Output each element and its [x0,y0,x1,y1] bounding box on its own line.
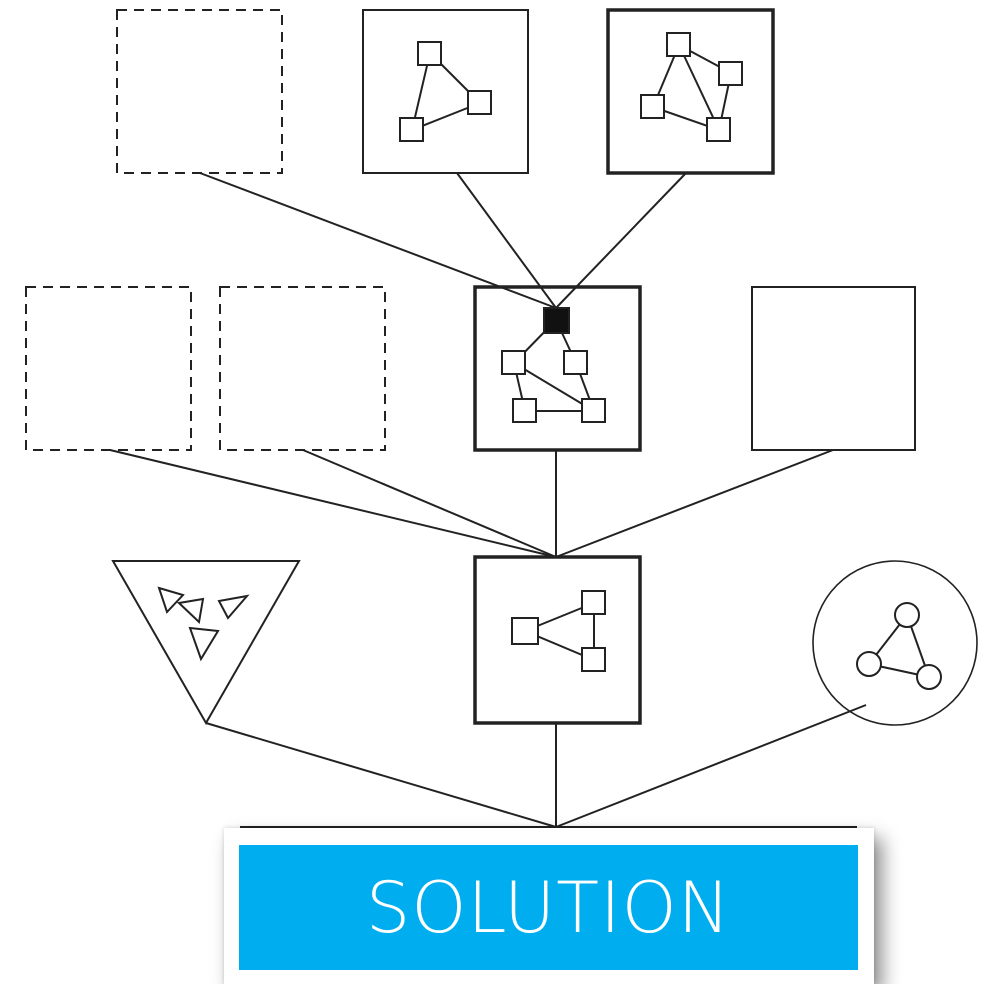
empty-solid-box [751,286,916,451]
circle-group [812,560,978,726]
filled-node-icon [543,307,570,334]
network-3-nodes-icon [399,41,492,142]
connector-lines [109,172,867,828]
empty-dashed-box-left [25,286,192,451]
merged-network-icon [501,307,606,423]
merged-network-box [473,285,642,452]
final-network-box [473,555,642,725]
final-network-icon [511,590,606,672]
solution-label: SOLUTION [365,866,732,949]
network-box-3-nodes [362,9,529,174]
circle-cluster-icon [856,602,942,690]
solution-banner: SOLUTION [239,845,858,970]
inverted-triangle-group [111,560,301,726]
network-4-nodes-icon [640,32,743,142]
triangle-cluster-icon [157,586,250,662]
empty-dashed-box-middle [219,286,386,451]
empty-dashed-box-top [116,9,283,174]
network-box-4-nodes [606,8,775,175]
